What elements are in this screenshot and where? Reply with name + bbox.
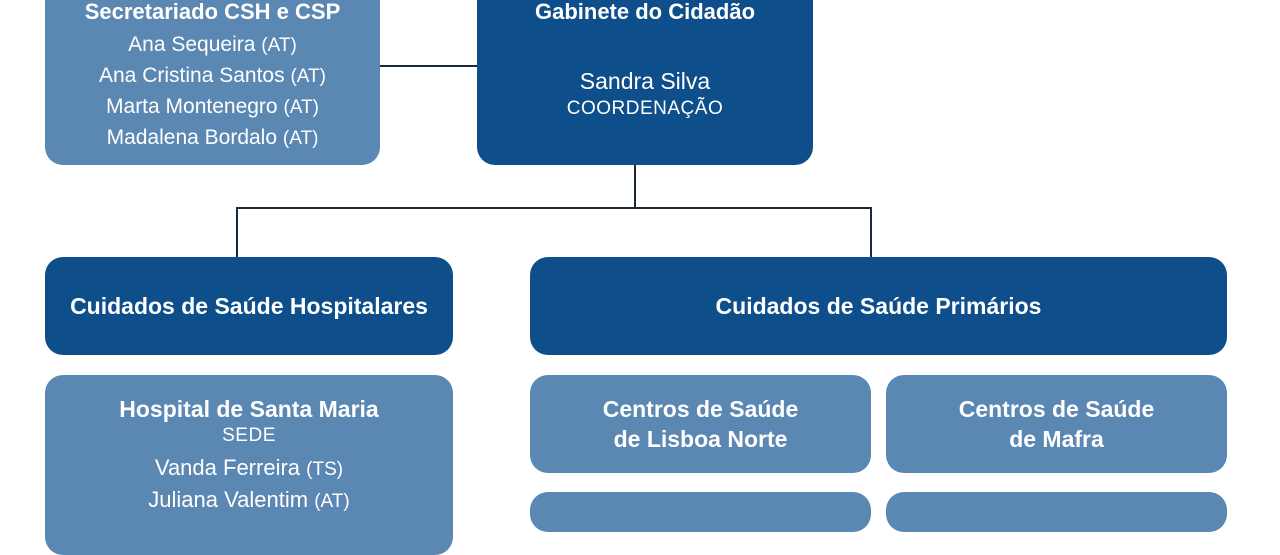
hospital-title: Hospital de Santa Maria — [119, 396, 379, 422]
connector-to-hospitalares — [236, 207, 238, 257]
secretariado-title: Secretariado CSH e CSP — [84, 0, 341, 24]
hospital-label: SEDE — [222, 425, 276, 446]
hospital-box: Hospital de Santa Maria SEDE Vanda Ferre… — [45, 375, 453, 555]
centro-mafra-box: Centros de Saúde de Mafra — [886, 375, 1227, 473]
person-row: Vanda Ferreira (TS) — [154, 455, 344, 480]
person-row: Juliana Valentim (AT) — [148, 487, 350, 512]
gabinete-person: Sandra Silva — [579, 68, 711, 94]
primarios-title: Cuidados de Saúde Primários — [715, 293, 1042, 319]
gabinete-box: Gabinete do Cidadão Sandra Silva COORDEN… — [477, 0, 813, 165]
next-row-box-left — [530, 492, 871, 532]
centro-line2: de Lisboa Norte — [613, 426, 788, 452]
connector-gabinete-down — [634, 164, 636, 209]
gabinete-title: Gabinete do Cidadão — [534, 0, 756, 24]
person-row: Madalena Bordalo (AT) — [106, 126, 319, 149]
centro-line2: de Mafra — [1009, 426, 1104, 452]
centro-line1: Centros de Saúde — [602, 396, 799, 422]
person-row: Ana Cristina Santos (AT) — [99, 64, 326, 87]
gabinete-label: COORDENAÇÃO — [566, 98, 724, 119]
connector-to-primarios — [870, 207, 872, 257]
centro-line1: Centros de Saúde — [958, 396, 1155, 422]
hospitalares-box: Cuidados de Saúde Hospitalares — [45, 257, 453, 355]
person-row: Ana Sequeira (AT) — [128, 33, 297, 56]
connector-horizontal — [236, 207, 872, 209]
connector-secretariado-gabinete — [378, 65, 478, 67]
person-row: Marta Montenegro (AT) — [106, 95, 319, 118]
secretariado-box: Secretariado CSH e CSP Ana Sequeira (AT)… — [45, 0, 380, 165]
primarios-box: Cuidados de Saúde Primários — [530, 257, 1227, 355]
next-row-box-right — [886, 492, 1227, 532]
hospitalares-title: Cuidados de Saúde Hospitalares — [70, 293, 428, 319]
centro-lisboa-norte-box: Centros de Saúde de Lisboa Norte — [530, 375, 871, 473]
